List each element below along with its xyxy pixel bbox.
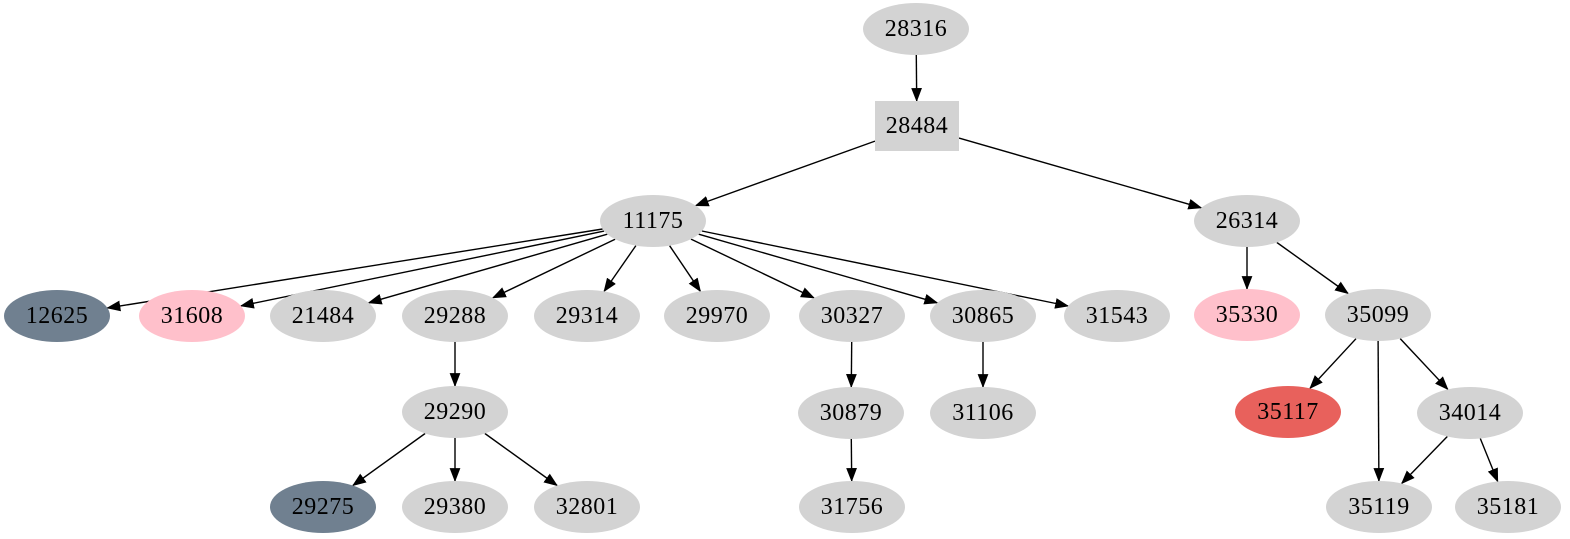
graph-node-34014: 34014 <box>1417 387 1523 439</box>
graph-node-26314: 26314 <box>1194 195 1300 247</box>
graph-edge-35099-34014 <box>1399 338 1449 391</box>
graph-edge-11175-30865 <box>698 233 939 305</box>
graph-edge-11175-29288 <box>491 238 616 299</box>
graph-edge-29290-32801 <box>484 432 558 487</box>
graph-node-35119: 35119 <box>1326 481 1432 533</box>
graph-edge-11175-29970 <box>669 245 702 293</box>
graph-edge-28484-11175 <box>694 140 876 207</box>
graph-node-31106: 31106 <box>930 387 1036 439</box>
graph-edge-35099-35119 <box>1373 340 1385 483</box>
graph-edge-11175-29314 <box>603 245 637 293</box>
graph-node-30865: 30865 <box>930 290 1036 342</box>
graph-edge-28484-26314 <box>958 137 1203 210</box>
graph-node-31543: 31543 <box>1064 290 1170 342</box>
graph-node-35181: 35181 <box>1455 481 1561 533</box>
graph-node-11175: 11175 <box>600 195 706 247</box>
graph-node-35330: 35330 <box>1194 289 1300 341</box>
graph-edge-34014-35119 <box>1400 436 1448 485</box>
graph-node-21484: 21484 <box>270 290 376 342</box>
graph-node-30327: 30327 <box>799 290 905 342</box>
graph-node-29314: 29314 <box>534 290 640 342</box>
graph-node-35117: 35117 <box>1235 386 1341 438</box>
graph-edge-34014-35181 <box>1479 438 1499 483</box>
graph-edge-11175-21484 <box>367 233 608 305</box>
graph-edge-35099-35117 <box>1309 338 1357 390</box>
graph-node-28484: 28484 <box>875 101 959 151</box>
graph-node-29288: 29288 <box>402 290 508 342</box>
graph-edge-29290-29275 <box>352 432 426 487</box>
graph-node-29380: 29380 <box>402 481 508 533</box>
graph-node-30879: 30879 <box>798 387 904 439</box>
graph-node-31608: 31608 <box>139 290 245 342</box>
graph-node-32801: 32801 <box>534 481 640 533</box>
graph-node-29970: 29970 <box>664 290 770 342</box>
graph-node-35099: 35099 <box>1325 289 1431 341</box>
graph-edge-11175-30327 <box>690 238 815 299</box>
graph-node-28316: 28316 <box>863 3 969 55</box>
graph-node-29290: 29290 <box>402 386 508 438</box>
graph-edge-26314-35099 <box>1276 241 1349 295</box>
graph-node-31756: 31756 <box>799 481 905 533</box>
graph-node-12625: 12625 <box>4 290 110 342</box>
graph-node-29275: 29275 <box>270 481 376 533</box>
